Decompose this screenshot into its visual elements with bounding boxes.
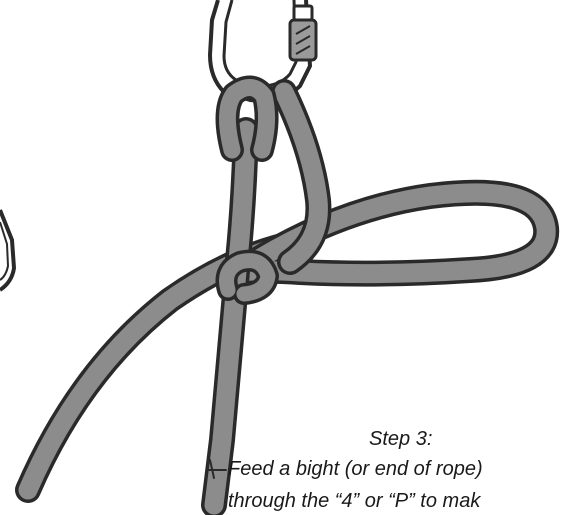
rope-icon [28,87,546,505]
left-edge-fragment [0,210,14,290]
locking-sleeve-icon [290,6,316,60]
